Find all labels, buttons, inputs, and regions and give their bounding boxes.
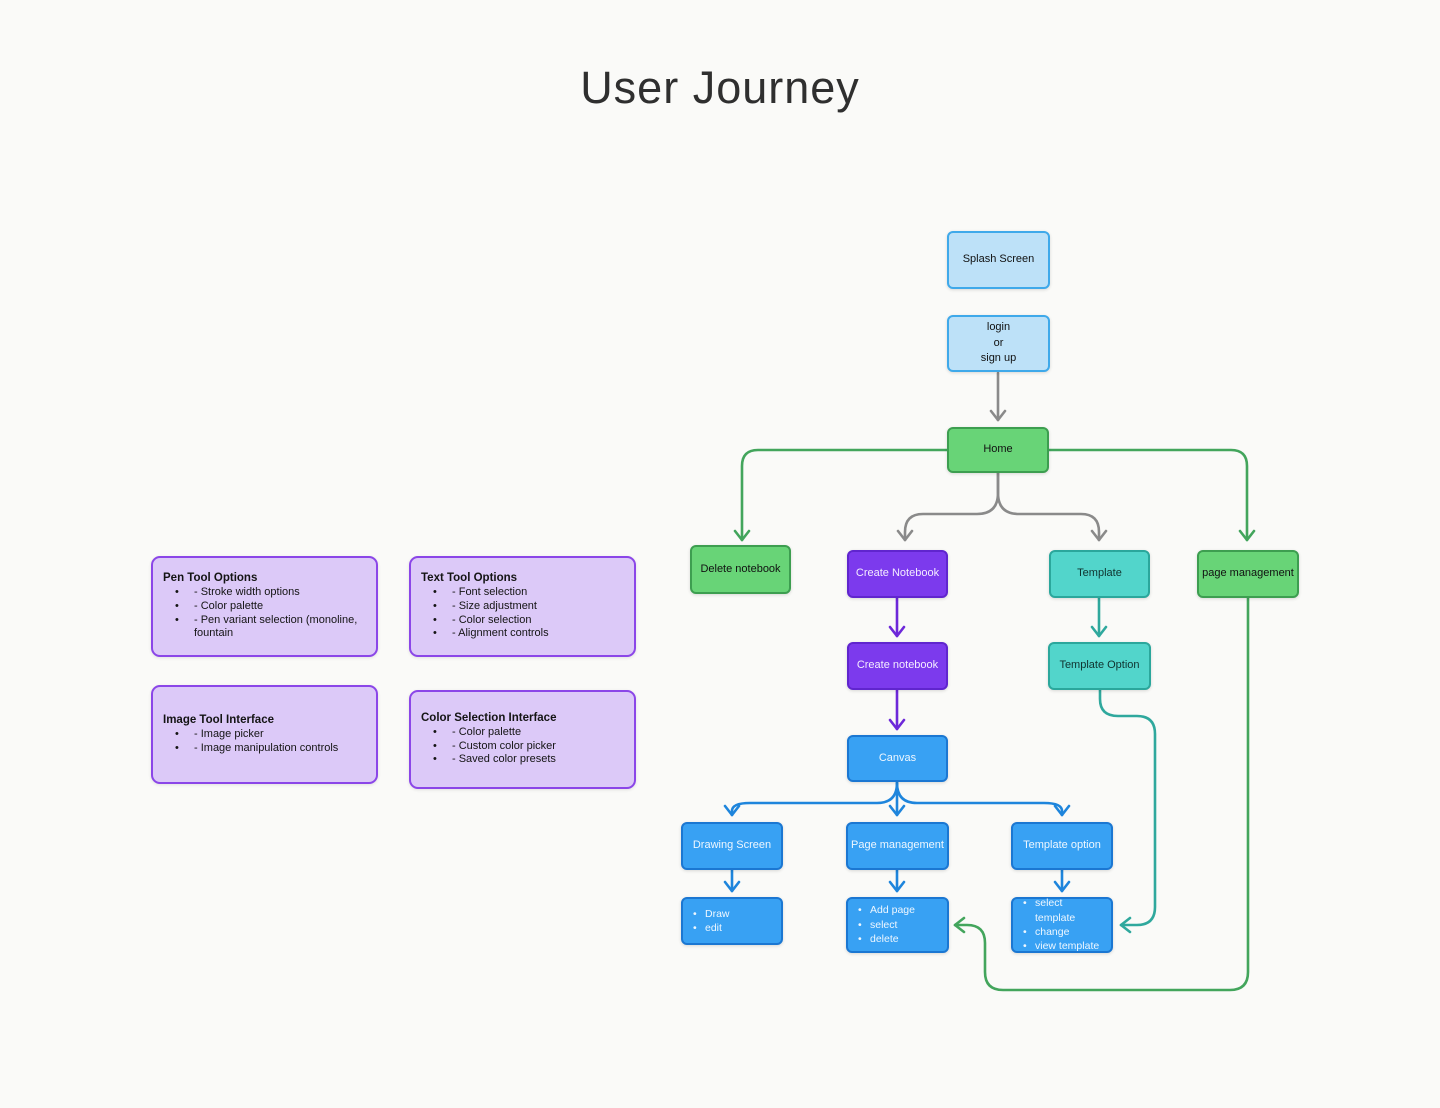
node-list: select template change view template: [1021, 896, 1103, 954]
node-label: page management: [1202, 567, 1294, 580]
node-create-notebook-top[interactable]: Create Notebook: [847, 550, 948, 598]
node-list-item: delete: [856, 932, 915, 947]
node-select-template-list[interactable]: select template change view template: [1011, 896, 1113, 954]
connector-home-template: [996, 471, 1108, 542]
node-label-line: or: [993, 336, 1004, 349]
node-label: Delete notebook: [700, 562, 781, 575]
note-item: - Color selection: [421, 614, 624, 628]
note-item: - Size adjustment: [421, 600, 624, 614]
node-canvas[interactable]: Canvas: [847, 735, 948, 782]
note-item: - Pen variant selection (monoline, fount…: [163, 614, 366, 642]
node-page-management-top[interactable]: page management: [1197, 550, 1299, 598]
note-image-tool-interface[interactable]: Image Tool Interface - Image picker - Im…: [151, 685, 378, 784]
note-item: - Color palette: [163, 600, 366, 614]
node-delete-notebook[interactable]: Delete notebook: [690, 545, 791, 594]
node-login-signup[interactable]: login or sign up: [947, 315, 1050, 372]
node-list-item: view template: [1021, 939, 1103, 954]
node-list-item: select template: [1021, 896, 1103, 925]
node-add-page-list[interactable]: Add page select delete: [846, 897, 949, 953]
note-title: Pen Tool Options: [163, 571, 258, 584]
note-title: Text Tool Options: [421, 571, 518, 584]
node-label: Create Notebook: [855, 567, 940, 580]
node-home[interactable]: Home: [947, 427, 1049, 473]
node-template[interactable]: Template: [1049, 550, 1150, 598]
node-label: Home: [983, 443, 1013, 456]
note-color-selection-interface[interactable]: Color Selection Interface - Color palett…: [409, 690, 636, 789]
node-splash-screen[interactable]: Splash Screen: [947, 231, 1050, 289]
node-label: Template option: [1023, 839, 1101, 852]
note-item: - Image picker: [163, 728, 366, 742]
node-draw-edit-list[interactable]: Draw edit: [681, 897, 783, 945]
note-item: - Font selection: [421, 586, 624, 600]
node-page-management-mid[interactable]: Page management: [846, 822, 949, 870]
node-label: Template: [1077, 567, 1122, 580]
note-item: - Saved color presets: [421, 753, 624, 767]
node-list-item: edit: [691, 921, 730, 936]
connector-home-page-management: [1047, 448, 1256, 542]
node-label: Create notebook: [856, 659, 939, 672]
connector-canvas-drawing-screen: [723, 781, 899, 817]
node-label: Splash Screen: [962, 253, 1035, 266]
note-title: Color Selection Interface: [421, 711, 557, 724]
note-item: - Image manipulation controls: [163, 742, 366, 756]
note-list: - Color palette - Custom color picker - …: [421, 726, 624, 768]
node-list-item: Draw: [691, 907, 730, 922]
note-list: - Image picker - Image manipulation cont…: [163, 728, 366, 756]
connector-template-option-select-template: [1098, 688, 1157, 934]
note-item: - Stroke width options: [163, 586, 366, 600]
note-pen-tool-options[interactable]: Pen Tool Options - Stroke width options …: [151, 556, 378, 657]
node-label: Template Option: [1059, 659, 1140, 672]
connector-home-delete-notebook: [733, 448, 949, 542]
node-drawing-screen[interactable]: Drawing Screen: [681, 822, 783, 870]
node-label: Drawing Screen: [692, 839, 772, 852]
node-label: Canvas: [878, 751, 917, 764]
node-template-option-low[interactable]: Template option: [1011, 822, 1113, 870]
note-list: - Font selection - Size adjustment - Col…: [421, 586, 624, 641]
node-label-line: sign up: [980, 352, 1017, 365]
node-list-item: Add page: [856, 903, 915, 918]
note-list: - Stroke width options - Color palette -…: [163, 586, 366, 641]
note-title: Image Tool Interface: [163, 713, 274, 726]
note-item: - Custom color picker: [421, 740, 624, 754]
node-create-notebook-mid[interactable]: Create notebook: [847, 642, 948, 690]
node-list-item: change: [1021, 925, 1103, 940]
note-item: - Color palette: [421, 726, 624, 740]
connector-home-create-notebook: [896, 471, 1000, 542]
note-item: - Alignment controls: [421, 627, 624, 641]
node-template-option-mid[interactable]: Template Option: [1048, 642, 1151, 690]
connector-canvas-template-option: [895, 781, 1071, 817]
node-label-line: login: [986, 320, 1011, 333]
node-list-item: select: [856, 918, 915, 933]
note-text-tool-options[interactable]: Text Tool Options - Font selection - Siz…: [409, 556, 636, 657]
node-list: Draw edit: [691, 907, 730, 936]
node-label: Page management: [851, 839, 944, 852]
node-list: Add page select delete: [856, 903, 915, 947]
page-title[interactable]: User Journey: [580, 62, 860, 113]
